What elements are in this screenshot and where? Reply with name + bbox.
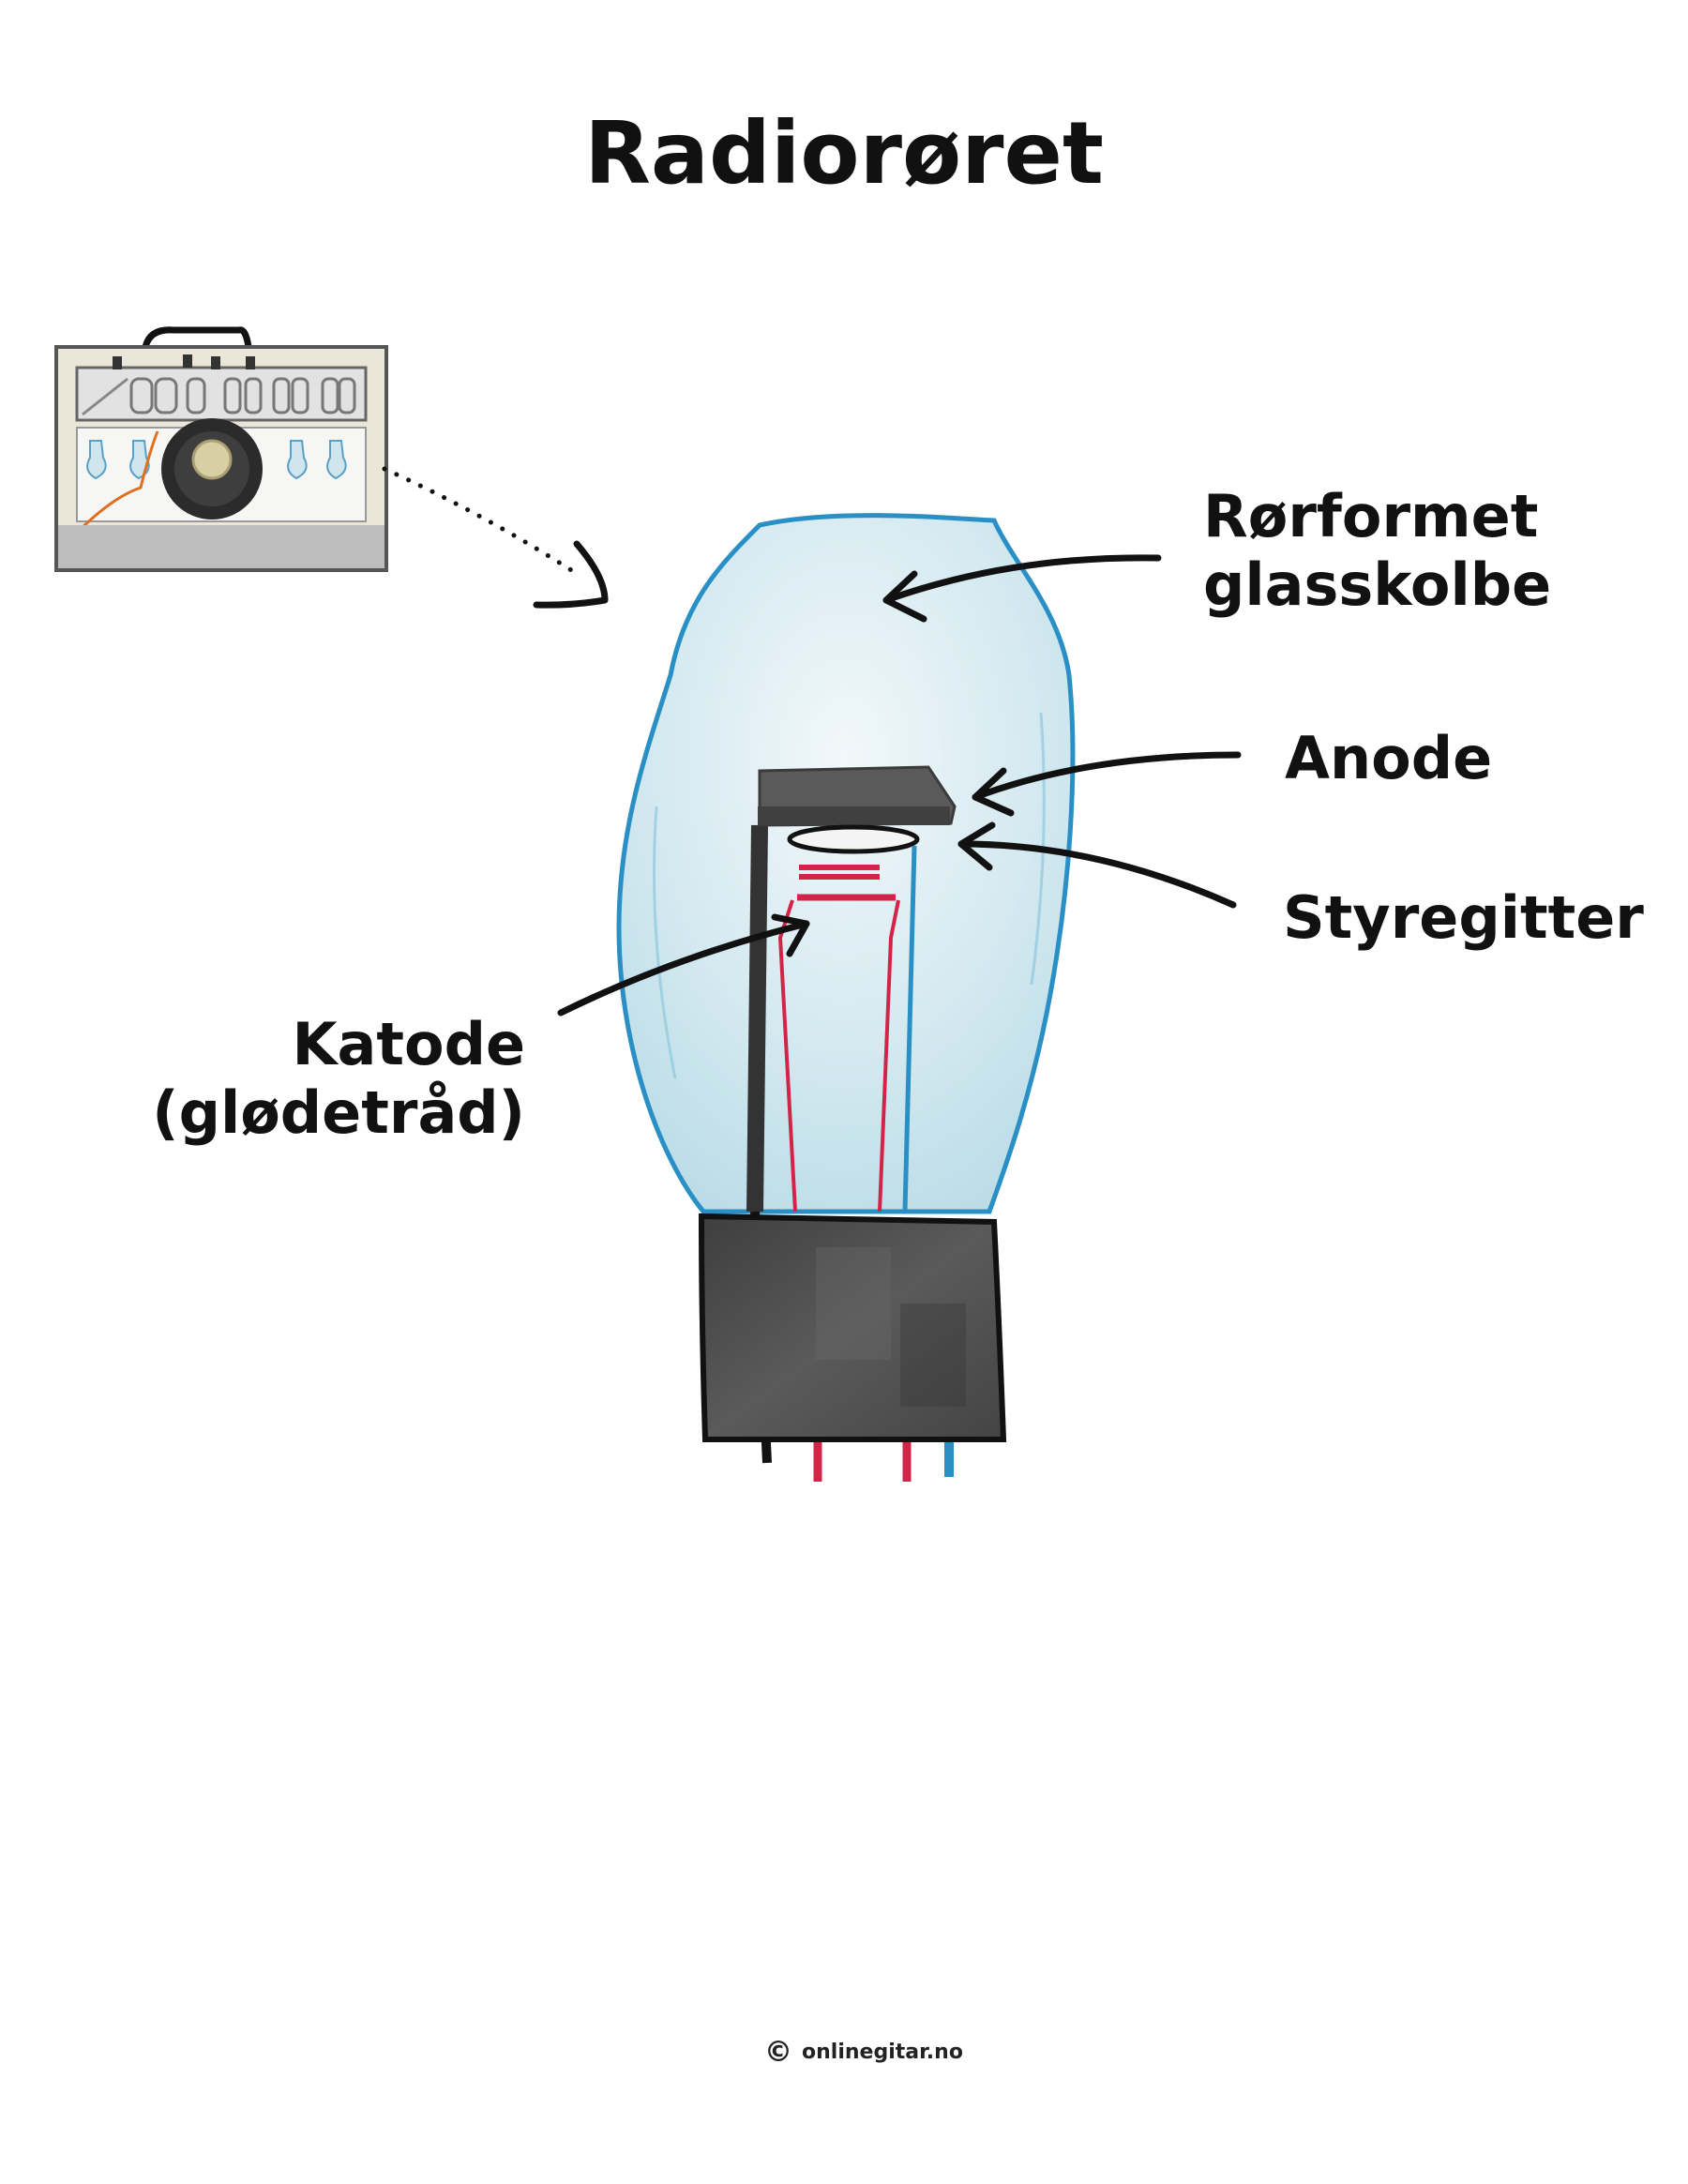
label-control-grid: Styregitter — [1283, 883, 1644, 952]
page-title: Radiorøret — [584, 103, 1104, 203]
anode-arrow — [972, 751, 1242, 801]
dotted-arrow — [382, 466, 609, 609]
label-anode: Anode — [1285, 724, 1492, 792]
label-glass-bulb-line2: glasskolbe — [1203, 550, 1551, 619]
copyright-symbol: © — [764, 2036, 792, 2069]
glass-bulb — [616, 513, 1076, 1214]
credit-text: onlinegitar.no — [802, 2041, 963, 2064]
cathode-filament — [777, 865, 912, 1482]
cathode-arrow — [557, 920, 810, 1017]
bulb-arrow — [882, 554, 1162, 604]
label-cathode: Katode — [292, 1010, 525, 1078]
label-glass-bulb: Rørformet — [1203, 482, 1538, 550]
label-cathode-line2: (glødetråd) — [152, 1078, 525, 1147]
control-grid — [787, 824, 954, 1477]
grid-arrow — [957, 840, 1237, 909]
tube-base — [698, 1212, 1007, 1442]
amplifier-illustration — [54, 326, 388, 572]
annotation-arrows — [557, 554, 1242, 1017]
